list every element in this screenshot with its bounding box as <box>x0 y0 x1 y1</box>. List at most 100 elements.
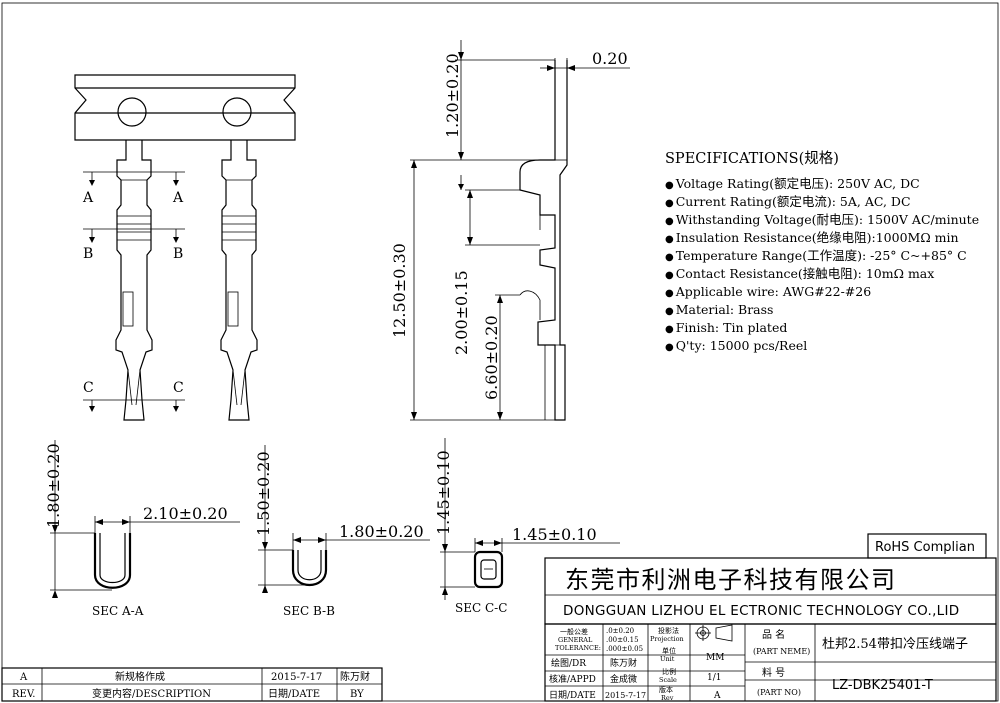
dim-tail: 6.60±0.20 <box>482 315 501 400</box>
company-name-cn: 东莞市利洲电子科技有限公司 <box>565 566 897 594</box>
rev-head-by: BY <box>350 689 364 700</box>
bullet-icon: ● <box>665 252 674 263</box>
spec-withstanding: Withstanding Voltage(耐电压): 1500V AC/minu… <box>675 212 980 227</box>
rev-head-desc: 变更内容/DESCRIPTION <box>92 687 211 700</box>
scale-label-cn: 比例 <box>662 667 676 676</box>
section-aa: 1.80±0.20 2.10±0.20 SEC A-A <box>44 440 240 618</box>
ver-value: A <box>713 691 721 701</box>
section-cc: 1.45±0.10 1.45±0.10 SEC C-C <box>434 438 620 615</box>
bullet-icon: ● <box>665 342 674 353</box>
scale-label-en: Scale <box>659 676 677 684</box>
tol-label-cn: 一般公差 <box>560 627 588 636</box>
part-name-label-cn: 品 名 <box>762 628 785 641</box>
terminal-right <box>220 140 258 421</box>
part-no-label-cn: 料 号 <box>762 666 785 679</box>
drawn-label: 绘图/DR <box>551 657 586 669</box>
label-sec-aa: SEC A-A <box>92 604 144 618</box>
unit-label-en: Unit <box>660 655 675 663</box>
rohs-label: RoHS Complian <box>875 540 975 555</box>
rev-row-by: 陈万财 <box>340 670 370 683</box>
section-bb: 1.50±0.20 1.80±0.20 SEC B-B <box>254 445 430 618</box>
dim-top-height: 1.20±0.20 <box>443 53 462 138</box>
company-name-en: DONGGUAN LIZHOU EL ECTRONIC TECHNOLOGY C… <box>563 603 959 619</box>
spec-item: ●Withstanding Voltage(耐电压): 1500V AC/min… <box>665 211 979 229</box>
spec-temperature: Temperature Range(工作温度): -25° C~+85° C <box>675 248 967 263</box>
section-mark-a-left: A <box>82 190 94 206</box>
spec-quantity: Q'ty: 15000 pcs/Reel <box>675 338 808 353</box>
unit-value: MM <box>706 653 724 663</box>
rohs-box: RoHS Complian <box>867 533 987 559</box>
spec-current: Current Rating(额定电流): 5A, AC, DC <box>675 194 911 209</box>
ver-label-cn: 版本 <box>659 685 673 694</box>
bullet-icon: ● <box>665 180 674 191</box>
spec-insulation: Insulation Resistance(绝缘电阻):1000MΩ min <box>675 230 959 245</box>
spec-finish: Finish: Tin plated <box>675 320 788 335</box>
unit-label-cn: 单位 <box>662 646 676 655</box>
spec-item: ●Contact Resistance(接触电阻): 10mΩ max <box>665 265 979 283</box>
revision-table: A 新规格作成 2015-7-17 陈万财 REV. 变更内容/DESCRIPT… <box>1 667 383 702</box>
dim-bb-width: 1.80±0.20 <box>339 522 424 541</box>
spec-item: ●Voltage Rating(额定电压): 250V AC, DC <box>665 175 979 193</box>
bullet-icon: ● <box>665 324 674 335</box>
dim-cc-height: 1.45±0.10 <box>434 450 453 535</box>
spec-item: ●Finish: Tin plated <box>665 319 979 337</box>
section-cut-a: A A <box>82 171 185 206</box>
date-value: 2015-7-17 <box>605 691 646 700</box>
dim-thickness: 0.20 <box>592 49 628 68</box>
section-cut-c: C C <box>83 380 185 412</box>
rev-head-rev: REV. <box>12 689 35 700</box>
spec-contact-resistance: Contact Resistance(接触电阻): 10mΩ max <box>675 266 935 281</box>
front-view: A A B B C C <box>74 74 296 421</box>
date-label: 日期/DATE <box>549 690 596 701</box>
spec-item: ●Current Rating(额定电流): 5A, AC, DC <box>665 193 979 211</box>
label-sec-cc: SEC C-C <box>455 601 507 615</box>
part-name-value: 杜邦2.54带扣冷压线端子 <box>822 637 968 652</box>
bullet-icon: ● <box>665 234 674 245</box>
spec-item: ●Applicable wire: AWG#22-#26 <box>665 283 979 301</box>
bullet-icon: ● <box>665 306 674 317</box>
dim-aa-height: 1.80±0.20 <box>44 443 63 528</box>
bullet-icon: ● <box>665 288 674 299</box>
rev-row-date: 2015-7-17 <box>271 672 322 683</box>
scale-value: 1/1 <box>707 673 721 683</box>
projection-icon <box>695 624 733 642</box>
section-mark-a-right: A <box>172 190 184 206</box>
tol-1: .0±0.20 <box>606 627 634 635</box>
bullet-icon: ● <box>665 216 674 227</box>
check-label: 核准/APPD <box>549 673 596 685</box>
proj-label-en: Projection <box>650 635 684 643</box>
dim-cc-width: 1.45±0.10 <box>512 525 597 544</box>
dim-bb-height: 1.50±0.20 <box>254 451 273 536</box>
title-block: 东莞市利洲电子科技有限公司 DONGGUAN LIZHOU EL ECTRONI… <box>544 557 997 702</box>
specifications-block: SPECIFICATIONS(规格) ●Voltage Rating(额定电压)… <box>665 150 979 355</box>
part-no-label-en: (PART NO) <box>757 688 801 697</box>
section-mark-c-right: C <box>173 380 184 396</box>
tol-label-en2: TOLERANCE: <box>555 644 601 652</box>
label-sec-bb: SEC B-B <box>283 604 335 618</box>
dim-aa-width: 2.10±0.20 <box>143 504 228 523</box>
check-name: 金成微 <box>610 673 637 685</box>
section-mark-c-left: C <box>83 380 94 396</box>
proj-label-cn: 投影法 <box>658 626 679 635</box>
spec-item: ●Material: Brass <box>665 301 979 319</box>
spec-voltage: Voltage Rating(额定电压): 250V AC, DC <box>675 176 920 191</box>
specifications-title: SPECIFICATIONS(规格) <box>665 151 839 167</box>
spec-wire: Applicable wire: AWG#22-#26 <box>675 284 872 299</box>
rev-head-date: 日期/DATE <box>268 688 320 700</box>
part-no-value: LZ-DBK25401-T <box>832 678 933 693</box>
part-name-label-en: (PART NEME) <box>753 647 810 656</box>
drawn-name: 陈万财 <box>610 657 637 669</box>
side-view: 12.50±0.30 1.20±0.20 2.00±0.15 6.60±0.20… <box>390 40 630 421</box>
section-mark-b-left: B <box>83 246 93 262</box>
dim-overall-length: 12.50±0.30 <box>390 243 409 338</box>
spec-item: ●Insulation Resistance(绝缘电阻):1000MΩ min <box>665 229 979 247</box>
bullet-icon: ● <box>665 198 674 209</box>
section-cut-b: B B <box>83 228 185 262</box>
bullet-icon: ● <box>665 270 674 281</box>
tol-3: .000±0.05 <box>606 645 643 653</box>
spec-material: Material: Brass <box>675 302 774 317</box>
tol-label-en1: GENERAL <box>558 636 593 644</box>
section-mark-b-right: B <box>173 246 183 262</box>
